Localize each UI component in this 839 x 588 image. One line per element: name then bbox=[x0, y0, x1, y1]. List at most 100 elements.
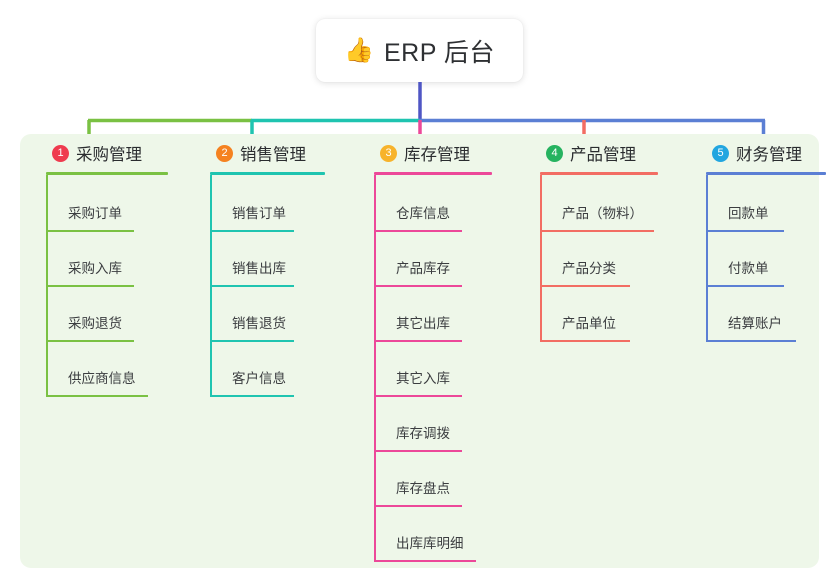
branch-item-rule bbox=[374, 285, 462, 287]
branch-item-label: 回款单 bbox=[728, 206, 769, 221]
root-node-title: ERP 后台 bbox=[383, 38, 495, 67]
branch-item-label: 产品分类 bbox=[562, 261, 616, 276]
branch-item-label: 产品单位 bbox=[562, 316, 616, 331]
branch-items-4: 产品（物料） 产品分类产品单位 bbox=[540, 175, 686, 342]
branch-item-label: 付款单 bbox=[728, 261, 769, 276]
branch-item-label: 产品（物料） bbox=[562, 206, 643, 221]
branch-item-rule bbox=[210, 285, 294, 287]
branch-title-4: 产品管理 bbox=[570, 146, 636, 164]
branch-badge-icon-4: 4 bbox=[546, 144, 563, 162]
branch-item-rule bbox=[46, 285, 134, 287]
branch-item-rule bbox=[210, 230, 294, 232]
branch-title-1: 采购管理 bbox=[76, 146, 142, 164]
branch-item-label: 出库库明细 bbox=[396, 536, 464, 551]
branch-item[interactable]: 产品单位 bbox=[540, 285, 686, 342]
branch-item-rule bbox=[210, 340, 294, 342]
branch-item-rule bbox=[374, 505, 462, 507]
branch-item-label: 库存盘点 bbox=[396, 481, 450, 496]
branch-column-4: 4 产品管理产品（物料） 产品分类产品单位 bbox=[526, 140, 686, 342]
branch-item[interactable]: 销售退货 bbox=[210, 285, 356, 342]
branch-items-1: 采购订单采购入库采购退货供应商信息 bbox=[46, 175, 192, 397]
branch-items-3: 仓库信息产品库存其它出库其它入库库存调拨库存盘点出库库明细 bbox=[374, 175, 520, 562]
branch-item[interactable]: 销售订单 bbox=[210, 175, 356, 232]
branch-header-4[interactable]: 4 产品管理 bbox=[526, 140, 686, 166]
branch-item[interactable]: 客户信息 bbox=[210, 340, 356, 397]
branch-item-label: 客户信息 bbox=[232, 371, 286, 386]
branch-header-5[interactable]: 5 财务管理 bbox=[692, 140, 839, 166]
branch-item[interactable]: 仓库信息 bbox=[374, 175, 520, 232]
branch-item-label: 库存调拨 bbox=[396, 426, 450, 441]
thumbs-up-icon: 👍 bbox=[344, 36, 374, 64]
branch-title-3: 库存管理 bbox=[404, 146, 470, 164]
branch-item-rule bbox=[46, 340, 134, 342]
branch-header-3[interactable]: 3 库存管理 bbox=[360, 140, 520, 166]
branch-item[interactable]: 回款单 bbox=[706, 175, 839, 232]
branch-item[interactable]: 产品库存 bbox=[374, 230, 520, 287]
branch-item-rule bbox=[374, 560, 476, 562]
branch-badge-icon-1: 1 bbox=[52, 144, 69, 162]
branch-item-label: 其它出库 bbox=[396, 316, 450, 331]
branch-item-label: 其它入库 bbox=[396, 371, 450, 386]
branch-item-rule bbox=[540, 340, 630, 342]
branch-rule-2 bbox=[210, 172, 325, 175]
branch-column-1: 1 采购管理采购订单采购入库采购退货供应商信息 bbox=[32, 140, 192, 397]
branch-rule-4 bbox=[540, 172, 658, 175]
branch-item[interactable]: 采购退货 bbox=[46, 285, 192, 342]
branch-badge-icon-2: 2 bbox=[216, 144, 233, 162]
branch-item-rule bbox=[374, 450, 462, 452]
branch-items-5: 回款单付款单结算账户 bbox=[706, 175, 839, 342]
branch-header-2[interactable]: 2 销售管理 bbox=[196, 140, 356, 166]
branch-item[interactable]: 产品分类 bbox=[540, 230, 686, 287]
branch-item[interactable]: 库存盘点 bbox=[374, 450, 520, 507]
branch-item-label: 销售退货 bbox=[232, 316, 286, 331]
branch-title-5: 财务管理 bbox=[736, 146, 802, 164]
branches-panel bbox=[20, 134, 819, 568]
root-node[interactable]: 👍 ERP 后台 bbox=[316, 19, 523, 82]
branch-item-rule bbox=[706, 230, 784, 232]
branch-item-label: 供应商信息 bbox=[68, 371, 136, 386]
branch-item-rule bbox=[540, 285, 630, 287]
branch-trunk-4 bbox=[540, 175, 542, 340]
branch-item-label: 结算账户 bbox=[728, 316, 782, 331]
branch-header-1[interactable]: 1 采购管理 bbox=[32, 140, 192, 166]
branch-item[interactable]: 采购入库 bbox=[46, 230, 192, 287]
branch-item[interactable]: 采购订单 bbox=[46, 175, 192, 232]
branch-item-label: 采购订单 bbox=[68, 206, 122, 221]
branch-item[interactable]: 供应商信息 bbox=[46, 340, 192, 397]
branch-rule-3 bbox=[374, 172, 492, 175]
branch-item-rule bbox=[210, 395, 294, 397]
branch-item-rule bbox=[46, 395, 148, 397]
branch-column-3: 3 库存管理仓库信息产品库存其它出库其它入库库存调拨库存盘点出库库明细 bbox=[360, 140, 520, 562]
branch-item-label: 销售出库 bbox=[232, 261, 286, 276]
branch-items-2: 销售订单销售出库销售退货客户信息 bbox=[210, 175, 356, 397]
branch-item-rule bbox=[706, 340, 796, 342]
branch-trunk-3 bbox=[374, 175, 376, 560]
branch-item[interactable]: 产品（物料） bbox=[540, 175, 686, 232]
branch-title-2: 销售管理 bbox=[240, 146, 306, 164]
branch-badge-icon-3: 3 bbox=[380, 144, 397, 162]
branch-badge-icon-5: 5 bbox=[712, 144, 729, 162]
branch-item-rule bbox=[374, 230, 462, 232]
branch-column-2: 2 销售管理销售订单销售出库销售退货客户信息 bbox=[196, 140, 356, 397]
branch-rule-5 bbox=[706, 172, 826, 175]
branch-column-5: 5 财务管理回款单付款单结算账户 bbox=[692, 140, 839, 342]
branch-rule-1 bbox=[46, 172, 168, 175]
branch-item-label: 销售订单 bbox=[232, 206, 286, 221]
branch-item[interactable]: 库存调拨 bbox=[374, 395, 520, 452]
branch-item-label: 仓库信息 bbox=[396, 206, 450, 221]
branch-item[interactable]: 其它出库 bbox=[374, 285, 520, 342]
branch-item[interactable]: 结算账户 bbox=[706, 285, 839, 342]
branch-item-label: 采购入库 bbox=[68, 261, 122, 276]
branch-item-rule bbox=[374, 395, 462, 397]
branch-item[interactable]: 付款单 bbox=[706, 230, 839, 287]
branch-item-label: 采购退货 bbox=[68, 316, 122, 331]
branch-item[interactable]: 销售出库 bbox=[210, 230, 356, 287]
branch-item-rule bbox=[540, 230, 654, 232]
branch-item[interactable]: 出库库明细 bbox=[374, 505, 520, 562]
branch-item-label: 产品库存 bbox=[396, 261, 450, 276]
branch-item-rule bbox=[46, 230, 134, 232]
branch-item-rule bbox=[706, 285, 784, 287]
branch-item-rule bbox=[374, 340, 462, 342]
branch-item[interactable]: 其它入库 bbox=[374, 340, 520, 397]
